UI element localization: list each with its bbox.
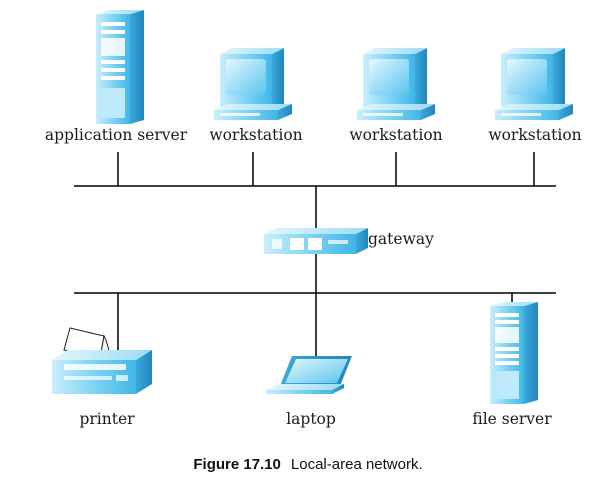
laptop-label: laptop xyxy=(286,410,336,428)
workstation-1-icon xyxy=(214,48,292,120)
gateway-icon xyxy=(264,228,368,254)
printer-icon xyxy=(52,327,152,394)
figure-caption-text: Local-area network. xyxy=(290,456,423,473)
gateway-label: gateway xyxy=(368,230,434,248)
figure-caption: Figure 17.10 Local-area network. xyxy=(0,456,616,473)
file-server-icon xyxy=(490,302,538,404)
application-server-label: application server xyxy=(44,126,188,144)
application-server-icon xyxy=(96,10,144,124)
workstation-3-icon xyxy=(495,48,573,120)
file-server-label: file server xyxy=(472,410,552,428)
network-lines xyxy=(74,152,556,357)
workstation-2-label: workstation xyxy=(349,126,443,144)
workstation-3-label: workstation xyxy=(488,126,582,144)
workstation-1-label: workstation xyxy=(209,126,303,144)
printer-label: printer xyxy=(79,410,135,428)
figure-number: Figure 17.10 xyxy=(193,456,281,473)
laptop-icon xyxy=(266,356,352,394)
workstation-2-icon xyxy=(357,48,435,120)
